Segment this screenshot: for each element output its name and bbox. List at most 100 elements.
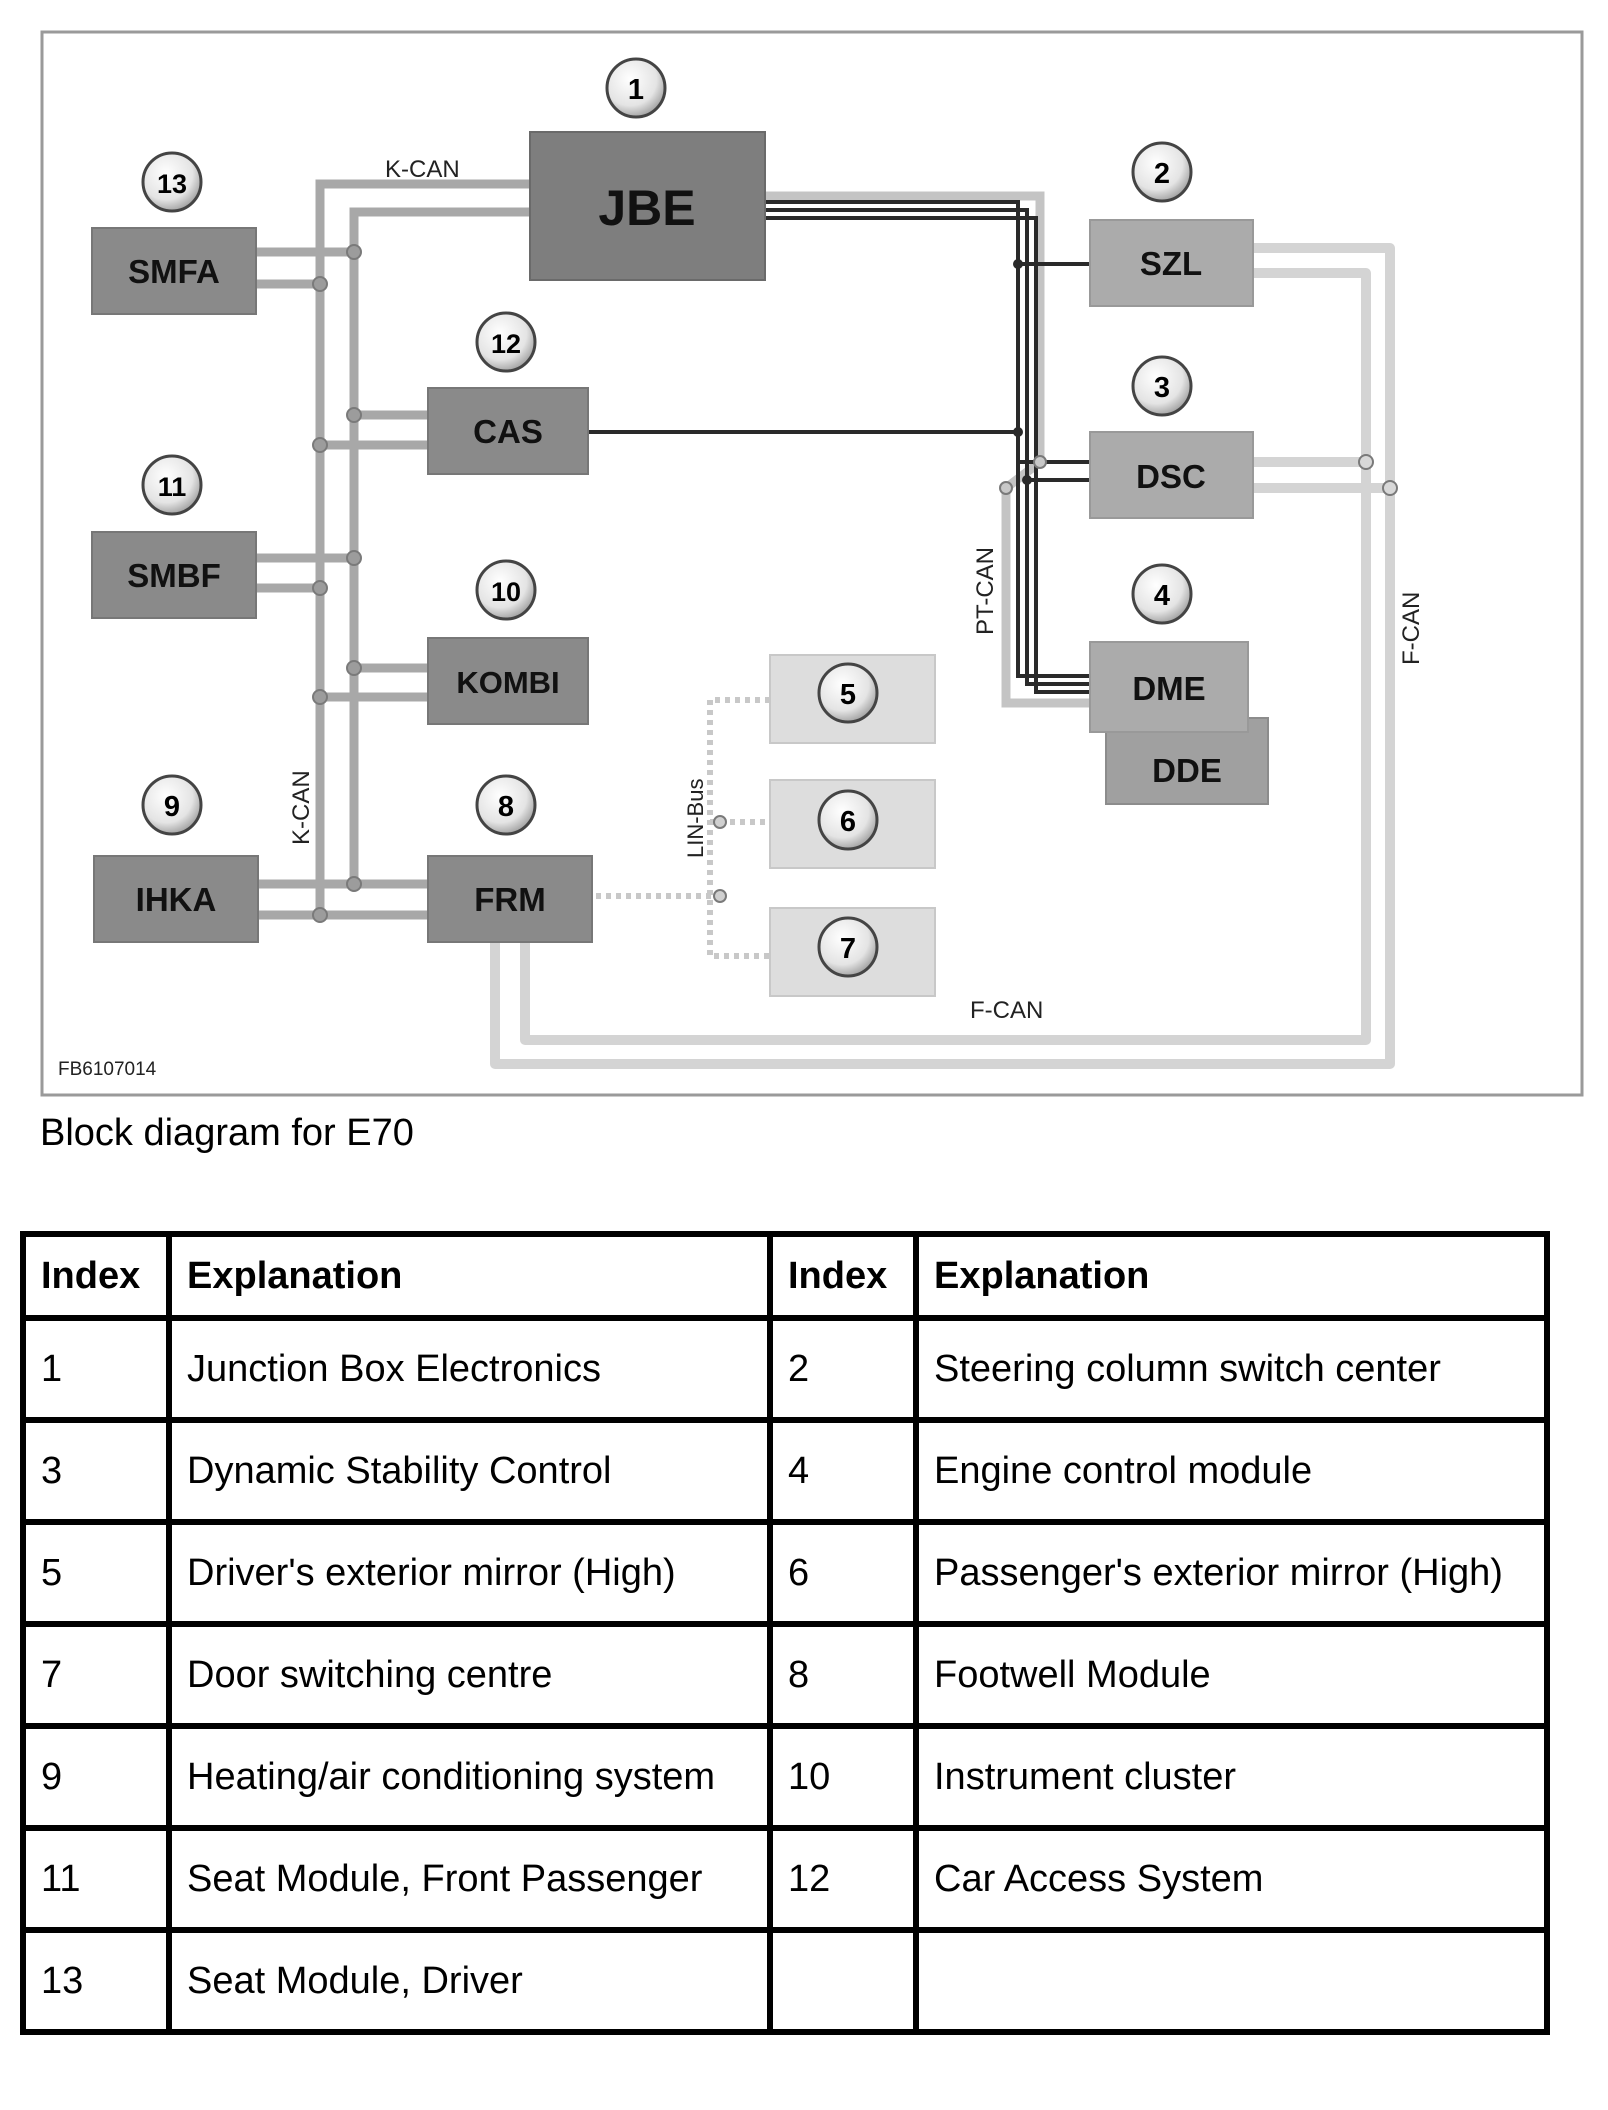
svg-text:KOMBI: KOMBI xyxy=(456,665,559,700)
callout-11: 11 xyxy=(141,454,203,516)
callout-7: 7 xyxy=(817,916,879,978)
svg-text:13: 13 xyxy=(157,169,187,199)
callout-5: 5 xyxy=(817,662,879,724)
index-cell: 9 xyxy=(20,1723,172,1831)
callout-2: 2 xyxy=(1131,141,1193,203)
explanation-cell: Car Access System xyxy=(913,1825,1550,1933)
header-explanation: Explanation xyxy=(913,1231,1550,1321)
explanation-cell: Heating/air conditioning system xyxy=(166,1723,773,1831)
svg-text:SMBF: SMBF xyxy=(127,557,221,594)
svg-text:8: 8 xyxy=(498,791,514,823)
table-row: 9 Heating/air conditioning system 10 Ins… xyxy=(20,1723,1550,1831)
index-cell: 6 xyxy=(767,1519,919,1627)
explanation-cell xyxy=(913,1927,1550,2035)
bus-junctions xyxy=(312,244,1398,923)
module-smfa: SMFA xyxy=(91,227,257,315)
index-cell: 8 xyxy=(767,1621,919,1729)
index-cell: 2 xyxy=(767,1315,919,1423)
svg-text:2: 2 xyxy=(1154,158,1170,190)
fcan-bottom-label: F-CAN xyxy=(970,997,1043,1024)
table-row: 1 Junction Box Electronics 2 Steering co… xyxy=(20,1315,1550,1423)
svg-text:IHKA: IHKA xyxy=(136,881,217,918)
callout-10: 10 xyxy=(475,559,537,621)
legend-header-row: Index Explanation Index Explanation xyxy=(20,1231,1550,1321)
callout-6: 6 xyxy=(817,789,879,851)
callout-9: 9 xyxy=(141,774,203,836)
explanation-cell: Engine control module xyxy=(913,1417,1550,1525)
fcan-side-label: F-CAN xyxy=(1398,592,1425,665)
index-cell: 7 xyxy=(20,1621,172,1729)
explanation-cell: Footwell Module xyxy=(913,1621,1550,1729)
module-kombi: KOMBI xyxy=(427,637,589,725)
module-cas: CAS xyxy=(427,387,589,475)
index-cell: 13 xyxy=(20,1927,172,2035)
index-cell xyxy=(767,1927,919,2035)
explanation-cell: Seat Module, Driver xyxy=(166,1927,773,2035)
explanation-cell: Instrument cluster xyxy=(913,1723,1550,1831)
header-explanation: Explanation xyxy=(166,1231,773,1321)
fcan-bus xyxy=(490,243,1395,1069)
explanation-cell: Steering column switch center xyxy=(913,1315,1550,1423)
svg-text:DDE: DDE xyxy=(1152,752,1222,789)
diagram-caption: Block diagram for E70 xyxy=(40,1112,414,1154)
linbus-label: LIN-Bus xyxy=(683,779,708,858)
module-ihka: IHKA xyxy=(93,855,259,943)
svg-text:SMFA: SMFA xyxy=(128,253,220,290)
ptcan-bus xyxy=(588,200,1090,694)
index-cell: 5 xyxy=(20,1519,172,1627)
explanation-cell: Door switching centre xyxy=(166,1621,773,1729)
ptcan-light xyxy=(765,191,1090,708)
explanation-cell: Seat Module, Front Passenger xyxy=(166,1825,773,1933)
index-cell: 10 xyxy=(767,1723,919,1831)
index-cell: 4 xyxy=(767,1417,919,1525)
module-frm: FRM xyxy=(427,855,593,943)
index-cell: 12 xyxy=(767,1825,919,1933)
svg-text:7: 7 xyxy=(840,933,856,965)
svg-text:4: 4 xyxy=(1154,580,1170,612)
explanation-cell: Driver's exterior mirror (High) xyxy=(166,1519,773,1627)
svg-text:DME: DME xyxy=(1132,670,1205,707)
callout-13: 13 xyxy=(141,151,203,213)
callout-3: 3 xyxy=(1131,355,1193,417)
module-jbe: JBE xyxy=(529,131,766,281)
table-row: 11 Seat Module, Front Passenger 12 Car A… xyxy=(20,1825,1550,1933)
svg-text:JBE: JBE xyxy=(598,180,695,236)
explanation-cell: Passenger's exterior mirror (High) xyxy=(913,1519,1550,1627)
svg-text:CAS: CAS xyxy=(473,413,543,450)
callout-4: 4 xyxy=(1131,563,1193,625)
index-cell: 1 xyxy=(20,1315,172,1423)
table-row: 5 Driver's exterior mirror (High) 6 Pass… xyxy=(20,1519,1550,1627)
table-row: 7 Door switching centre 8 Footwell Modul… xyxy=(20,1621,1550,1729)
svg-text:FRM: FRM xyxy=(474,881,545,918)
svg-text:SZL: SZL xyxy=(1140,245,1202,282)
index-cell: 3 xyxy=(20,1417,172,1525)
svg-text:9: 9 xyxy=(164,791,180,823)
table-row: 13 Seat Module, Driver xyxy=(20,1927,1550,2035)
svg-text:5: 5 xyxy=(840,679,856,711)
header-index: Index xyxy=(20,1231,172,1321)
module-dsc: DSC xyxy=(1089,431,1254,519)
svg-text:10: 10 xyxy=(491,577,521,607)
explanation-cell: Junction Box Electronics xyxy=(166,1315,773,1423)
module-dme: DME xyxy=(1089,641,1249,733)
table-row: 3 Dynamic Stability Control 4 Engine con… xyxy=(20,1417,1550,1525)
figure-code: FB6107014 xyxy=(58,1059,157,1080)
module-smbf: SMBF xyxy=(91,531,257,619)
svg-text:DSC: DSC xyxy=(1136,458,1206,495)
kcan-top-label: K-CAN xyxy=(385,156,460,183)
svg-text:12: 12 xyxy=(491,329,521,359)
block-diagram: JBE SMFA CAS SMBF KOMBI IHKA FRM SZL DSC… xyxy=(40,30,1584,1097)
svg-text:11: 11 xyxy=(158,472,187,502)
kcan-side-label: K-CAN xyxy=(288,770,315,845)
ptcan-label: PT-CAN xyxy=(972,547,999,635)
legend-table: Index Explanation Index Explanation 1 Ju… xyxy=(20,1231,1550,2035)
explanation-cell: Dynamic Stability Control xyxy=(166,1417,773,1525)
callout-1: 1 xyxy=(605,57,667,119)
module-szl: SZL xyxy=(1089,219,1254,307)
svg-text:6: 6 xyxy=(840,806,856,838)
svg-text:3: 3 xyxy=(1154,372,1170,404)
index-cell: 11 xyxy=(20,1825,172,1933)
ptcan-junctions xyxy=(1013,259,1032,485)
callout-8: 8 xyxy=(475,774,537,836)
header-index: Index xyxy=(767,1231,919,1321)
